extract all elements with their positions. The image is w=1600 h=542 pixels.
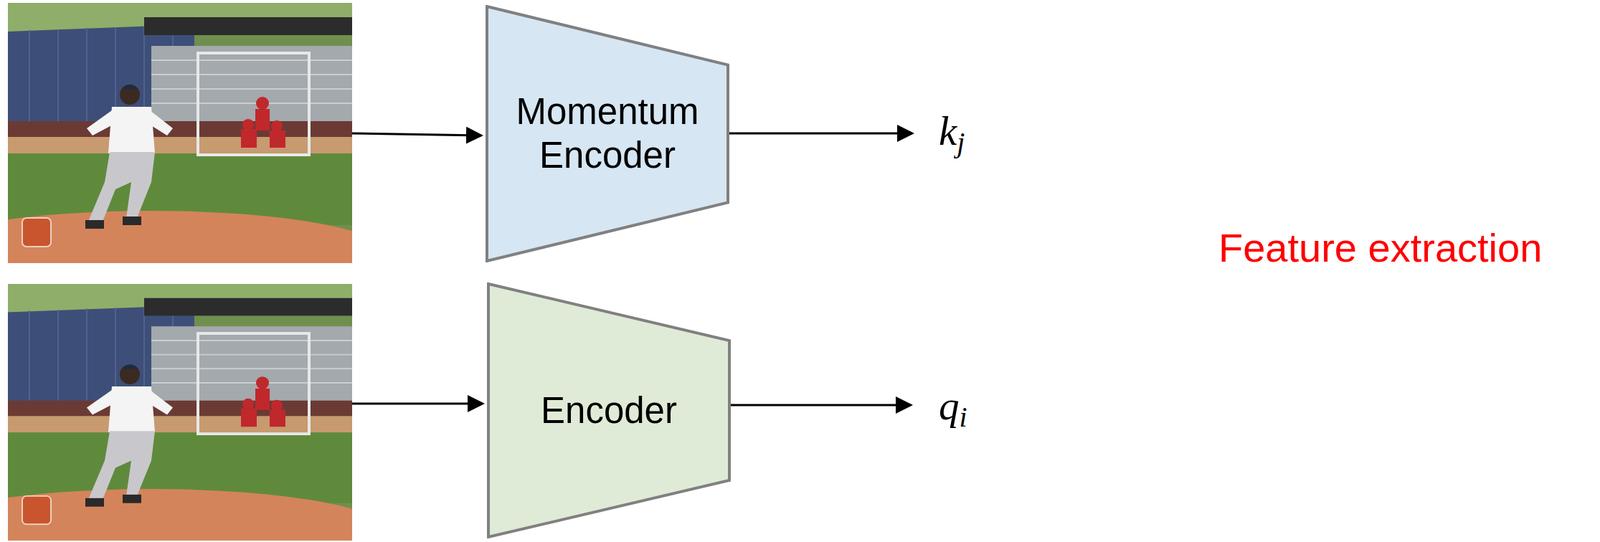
encoder-name: Momentum Encoder [514, 89, 700, 178]
input-arrow [352, 133, 482, 136]
input-arrow [352, 403, 483, 406]
output-arrow [730, 404, 911, 407]
output-arrow [729, 132, 913, 135]
photo-frame-top [0, 2, 388, 297]
stage-label: Feature extraction [1218, 223, 1542, 272]
output-key: kj [938, 106, 965, 160]
encoder-trapezoid: Encoder [486, 282, 731, 539]
trapezoid-outline [485, 5, 730, 263]
photo-frame-bottom [0, 283, 388, 542]
encoder-trapezoid: Momentum Encoder [485, 5, 730, 263]
encoder-name: Encoder [516, 388, 702, 433]
output-query: qi [938, 381, 968, 435]
